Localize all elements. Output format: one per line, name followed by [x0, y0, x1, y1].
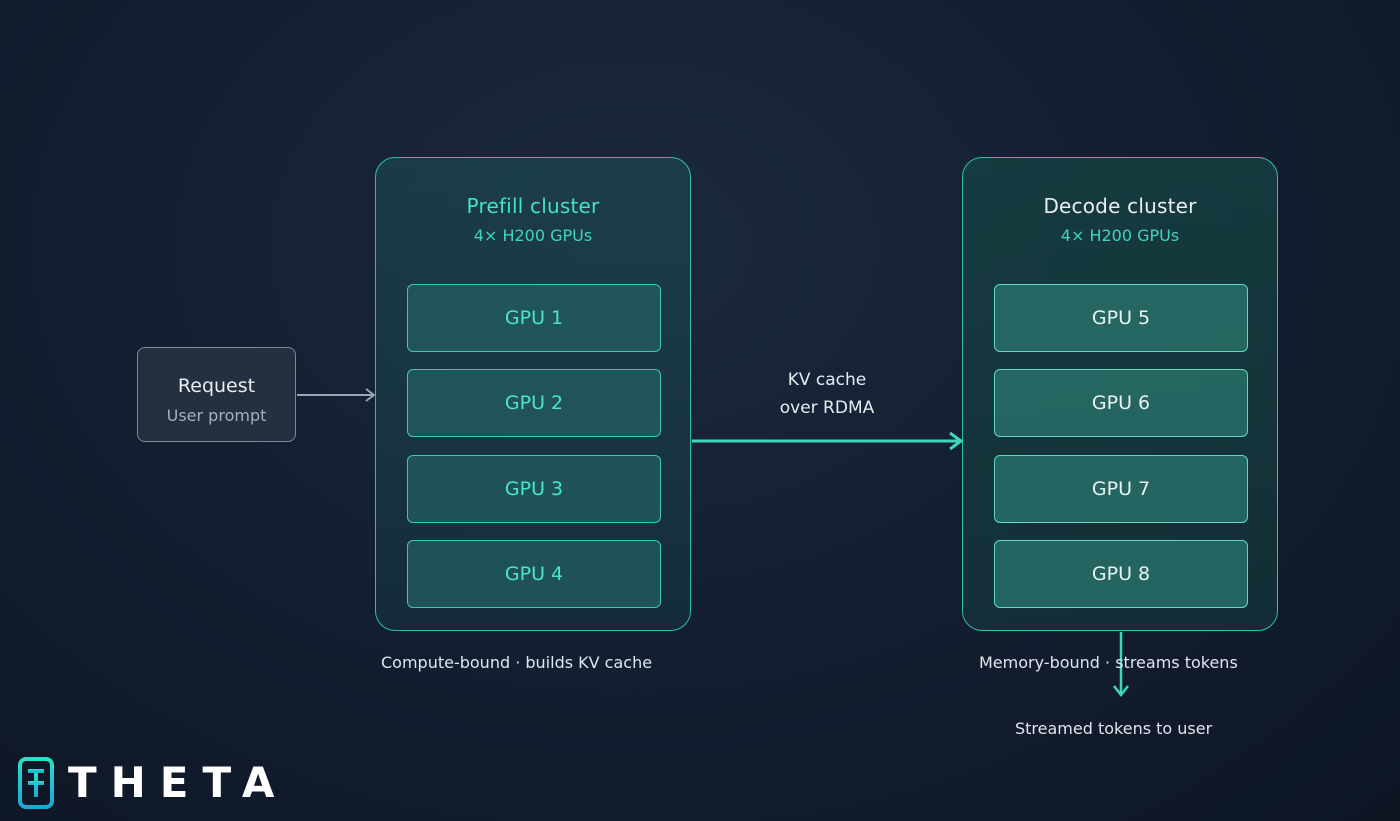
brand-name: THETA	[68, 758, 289, 807]
kv-transfer-label: KV cache over RDMA	[757, 366, 897, 422]
decode-cluster-subtitle: 4× H200 GPUs	[1060, 226, 1180, 245]
decode-caption: Memory-bound · streams tokens	[979, 653, 1238, 672]
gpu-box: GPU 2	[407, 369, 661, 437]
prefill-cluster: Prefill cluster 4× H200 GPUs GPU 1 GPU 2…	[375, 157, 691, 631]
request-title: Request	[177, 375, 256, 397]
gpu-box: GPU 6	[994, 369, 1248, 437]
output-arrowhead	[1113, 685, 1129, 698]
decode-cluster-title: Decode cluster	[1043, 194, 1197, 218]
gpu-box: GPU 4	[407, 540, 661, 608]
gpu-box: GPU 7	[994, 455, 1248, 523]
kv-transfer-line2: over RDMA	[779, 398, 875, 418]
gpu-box: GPU 1	[407, 284, 661, 352]
gpu-box: GPU 5	[994, 284, 1248, 352]
request-subtitle: User prompt	[166, 406, 267, 425]
kv-transfer-arrowhead	[949, 431, 964, 451]
prefill-cluster-subtitle: 4× H200 GPUs	[473, 226, 593, 245]
gpu-box: GPU 3	[407, 455, 661, 523]
theta-logo-icon	[18, 757, 54, 809]
kv-transfer-line1: KV cache	[787, 370, 867, 390]
prefill-caption: Compute-bound · builds KV cache	[381, 653, 653, 672]
prefill-cluster-title: Prefill cluster	[466, 194, 600, 218]
decode-cluster: Decode cluster 4× H200 GPUs GPU 5 GPU 6 …	[962, 157, 1278, 631]
request-box: Request User prompt	[137, 347, 296, 442]
output-label: Streamed tokens to user	[1015, 719, 1213, 738]
gpu-box: GPU 8	[994, 540, 1248, 608]
request-arrowhead	[365, 388, 376, 402]
brand-logo: THETA	[18, 757, 288, 809]
